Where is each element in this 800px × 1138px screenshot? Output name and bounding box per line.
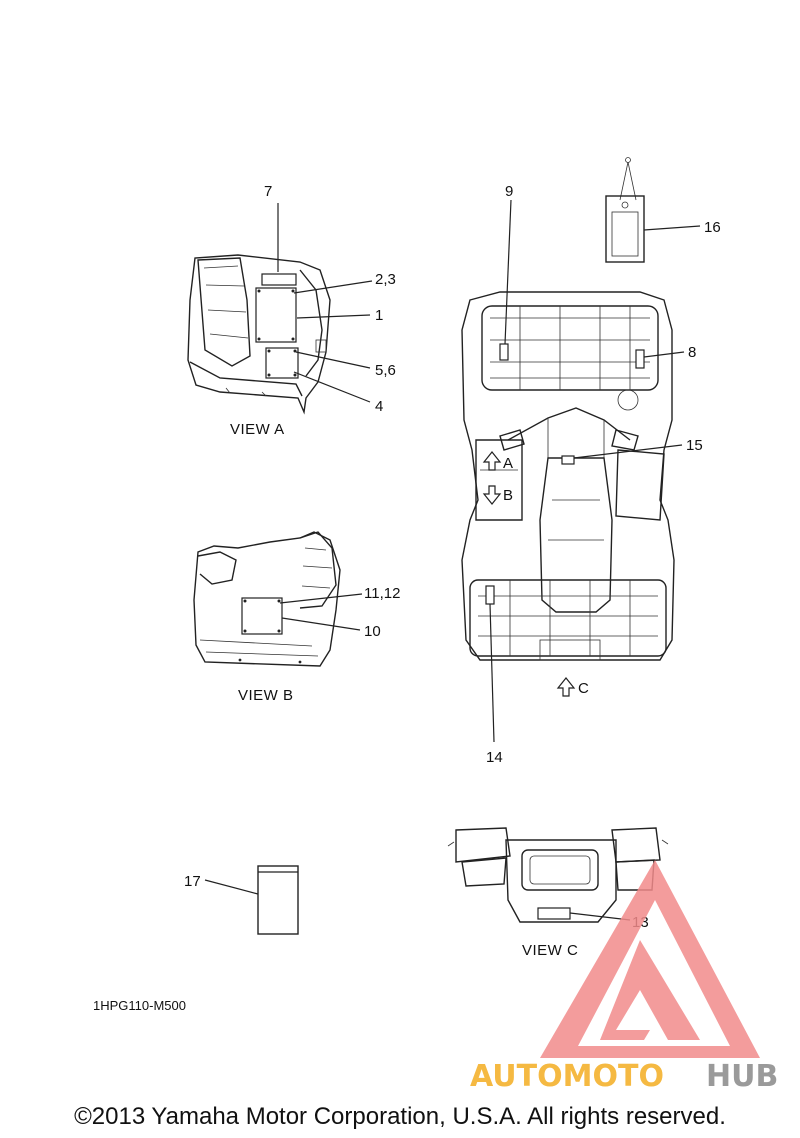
label-9 bbox=[499, 343, 509, 361]
watermark-text-left: AUTOMOTO bbox=[470, 1059, 664, 1094]
tag-17 bbox=[204, 865, 299, 935]
view-a-drawing bbox=[187, 203, 373, 415]
arrow-label-c: C bbox=[578, 680, 589, 697]
callout-11-12: 11,12 bbox=[364, 585, 400, 602]
watermark-logo bbox=[540, 860, 760, 1058]
callout-8: 8 bbox=[688, 344, 696, 361]
label-8 bbox=[635, 349, 645, 369]
view-a-title: VIEW A bbox=[230, 421, 285, 438]
callout-14: 14 bbox=[486, 749, 503, 766]
copyright-notice: ©2013 Yamaha Motor Corporation, U.S.A. A… bbox=[74, 1103, 726, 1130]
label-10 bbox=[241, 597, 283, 635]
callout-1: 1 bbox=[375, 307, 383, 324]
label-1 bbox=[255, 287, 297, 343]
callout-4: 4 bbox=[375, 398, 383, 415]
arrow-up-c bbox=[556, 677, 576, 697]
arrow-down-b bbox=[482, 485, 502, 505]
label-15 bbox=[561, 455, 575, 465]
watermark-text-right: HUB bbox=[706, 1059, 778, 1094]
label-14 bbox=[485, 585, 495, 605]
callout-15: 15 bbox=[686, 437, 703, 454]
arrow-up-a bbox=[482, 451, 502, 471]
hang-tag-16 bbox=[605, 157, 701, 263]
callout-2-3: 2,3 bbox=[375, 271, 396, 288]
atv-top-view-drawing bbox=[461, 199, 685, 743]
callout-17: 17 bbox=[184, 873, 201, 890]
part-number: 1HPG110-M500 bbox=[93, 998, 186, 1013]
view-b-drawing bbox=[193, 531, 363, 667]
callout-7: 7 bbox=[264, 183, 272, 200]
arrow-label-b: B bbox=[503, 487, 514, 504]
watermark-triangle-icon bbox=[540, 860, 760, 1058]
watermark-a-icon bbox=[600, 940, 700, 1040]
arrow-label-a: A bbox=[503, 455, 514, 472]
label-7 bbox=[261, 273, 297, 286]
callout-9: 9 bbox=[505, 183, 513, 200]
callout-10: 10 bbox=[364, 623, 381, 640]
view-b-title: VIEW B bbox=[238, 687, 294, 704]
label-13 bbox=[537, 907, 571, 920]
callout-5-6: 5,6 bbox=[375, 362, 396, 379]
label-4 bbox=[265, 347, 299, 379]
view-c-title: VIEW C bbox=[522, 942, 578, 959]
callout-16: 16 bbox=[704, 219, 721, 236]
